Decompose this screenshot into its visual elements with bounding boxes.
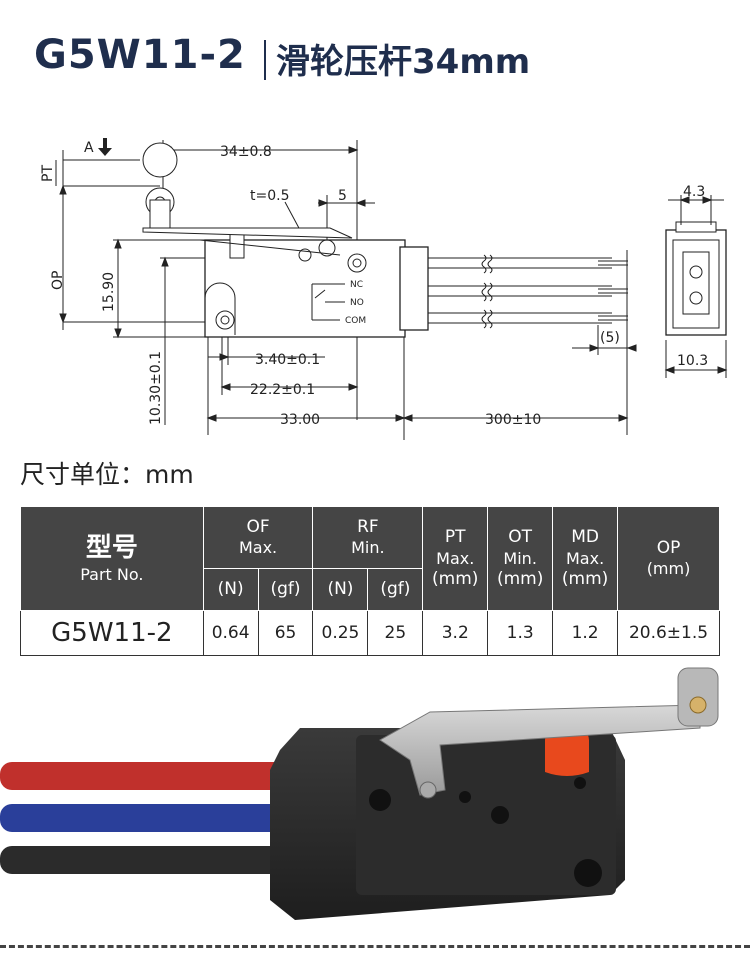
dim-10-3: 10.3 bbox=[677, 353, 708, 369]
th-rf-gf: (gf) bbox=[367, 568, 424, 611]
th-ot-sub: Min. bbox=[503, 548, 537, 568]
header: G5W11-2 滑轮压杆34mm bbox=[0, 0, 750, 110]
th-pt-title: PT bbox=[444, 527, 466, 548]
th-of-gf: (gf) bbox=[257, 568, 314, 611]
dim-4-3: 4.3 bbox=[683, 184, 705, 200]
th-pt-sub: Max. bbox=[436, 548, 475, 568]
wire-red bbox=[0, 762, 300, 790]
th-ot: OT Min. (mm) bbox=[487, 506, 554, 611]
cell-rf-n: 0.25 bbox=[312, 610, 369, 656]
th-rf-title: RF bbox=[357, 516, 379, 537]
dim-10-30: 10.30±0.1 bbox=[148, 351, 164, 425]
cell-md: 1.2 bbox=[552, 610, 619, 656]
model-title: G5W11-2 bbox=[34, 32, 246, 78]
cell-ot: 1.3 bbox=[487, 610, 554, 656]
cell-op: 20.6±1.5 bbox=[617, 610, 720, 656]
th-rf-n: (N) bbox=[312, 568, 369, 611]
th-of-sub: Max. bbox=[238, 538, 278, 558]
dim-lever-length: 34±0.8 bbox=[220, 144, 272, 160]
dim-33: 33.00 bbox=[280, 412, 320, 428]
dim-op: OP bbox=[50, 271, 66, 290]
dim-5: 5 bbox=[338, 188, 347, 204]
dim-3-40: 3.40±0.1 bbox=[255, 352, 320, 368]
actuator-button bbox=[545, 728, 589, 776]
th-ot-title: OT bbox=[508, 527, 533, 548]
dashed-divider bbox=[0, 945, 750, 948]
dim-15-90: 15.90 bbox=[101, 272, 117, 312]
th-of-title: OF bbox=[246, 516, 270, 537]
product-photo bbox=[0, 667, 719, 920]
th-md: MD Max. (mm) bbox=[552, 506, 619, 611]
th-pt-unit: (mm) bbox=[432, 568, 479, 589]
th-part-no: 型号 Part No. bbox=[20, 506, 204, 611]
th-rf-sub: Min. bbox=[351, 538, 385, 558]
wire-blue bbox=[0, 804, 300, 832]
dim-300: 300±10 bbox=[485, 412, 541, 428]
label-a: A bbox=[84, 140, 94, 156]
dim-22-2: 22.2±0.1 bbox=[250, 382, 315, 398]
unit-label: 尺寸单位：mm bbox=[20, 460, 194, 489]
th-md-sub: Max. bbox=[566, 548, 605, 568]
dimension-drawing: A 34±0.8 PT t=0.5 5 OP 15.90 10.30±0.1 3… bbox=[40, 138, 728, 440]
cell-of-gf: 65 bbox=[257, 610, 314, 656]
th-of: OF Max. bbox=[202, 506, 314, 569]
th-md-title: MD bbox=[571, 527, 599, 548]
th-op-unit: (mm) bbox=[646, 559, 691, 579]
th-op-title: OP bbox=[656, 537, 681, 558]
cell-rf-gf: 25 bbox=[367, 610, 424, 656]
th-md-unit: (mm) bbox=[561, 568, 609, 589]
cell-part-no: G5W11-2 bbox=[20, 610, 204, 656]
th-pt: PT Max. (mm) bbox=[422, 506, 489, 611]
th-part-no-en: Part No. bbox=[80, 564, 144, 584]
th-ot-unit: (mm) bbox=[496, 568, 544, 589]
th-of-n: (N) bbox=[202, 568, 259, 611]
spec-table: 型号 Part No. OF Max. RF Min. PT Max. (mm)… bbox=[20, 506, 720, 656]
th-part-no-cn: 型号 bbox=[85, 533, 138, 564]
table-row: G5W11-2 0.64 65 0.25 25 3.2 1.3 1.2 20.6… bbox=[20, 610, 720, 656]
th-op: OP (mm) bbox=[617, 506, 720, 611]
model-subtitle: 滑轮压杆34mm bbox=[276, 42, 531, 82]
dim-strip: (5) bbox=[600, 330, 620, 346]
cell-pt: 3.2 bbox=[422, 610, 489, 656]
cell-of-n: 0.64 bbox=[202, 610, 259, 656]
dim-thickness: t=0.5 bbox=[250, 188, 289, 204]
dim-pt: PT bbox=[40, 165, 56, 182]
lever-arm bbox=[379, 704, 701, 796]
term-no: NO bbox=[350, 298, 364, 308]
th-rf: RF Min. bbox=[312, 506, 424, 569]
term-nc: NC bbox=[350, 280, 363, 290]
term-com: COM bbox=[345, 316, 366, 326]
wire-black bbox=[0, 846, 300, 874]
title-separator bbox=[264, 40, 266, 80]
force-arrow-icon bbox=[98, 138, 112, 156]
